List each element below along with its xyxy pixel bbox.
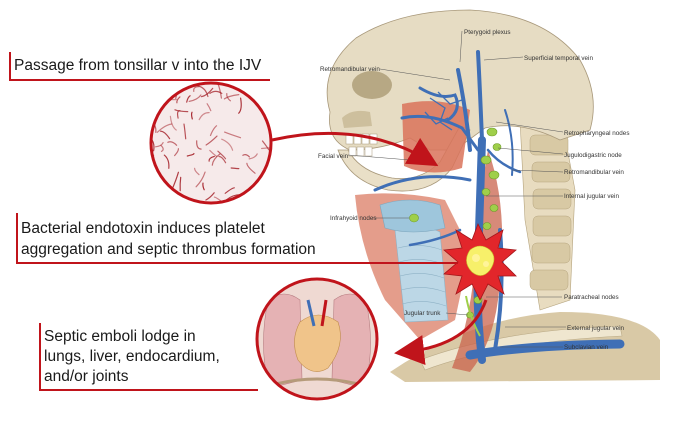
bacteria-strand <box>208 155 215 162</box>
label-external-jugular-vein: External jugular vein <box>567 325 625 332</box>
bacteria-strand <box>193 86 200 92</box>
label-retromandibular-vein-top: Retromandibular vein <box>320 66 380 73</box>
bacteria-strand <box>160 144 164 152</box>
bacteria-strand <box>206 103 212 112</box>
callout-emboli-line-3: and/or joints <box>44 368 129 385</box>
label-paratracheal-nodes: Paratracheal nodes <box>564 294 619 301</box>
bacteria-strand <box>238 97 242 114</box>
bacteria-strand <box>170 86 177 91</box>
bacteria-strand <box>216 83 222 99</box>
bacteria-strand <box>172 171 179 189</box>
label-retropharyngeal-nodes: Retropharyngeal nodes <box>564 130 629 137</box>
label-retromandibular-vein-right: Retromandibular vein <box>564 169 624 176</box>
arrow-to-thorax <box>394 299 488 365</box>
bracket-endotoxin <box>16 213 458 264</box>
bacteria-strand <box>159 194 162 203</box>
bacteria-strand <box>242 154 250 158</box>
flow-arrows <box>271 131 488 365</box>
bacteria-strand <box>209 149 218 157</box>
bacteria-strand <box>155 194 164 199</box>
mandible <box>337 125 471 192</box>
septic-thrombus-burst <box>443 223 517 301</box>
bacteria-strand <box>188 94 202 102</box>
callout-endotoxin-line-1: Bacterial endotoxin induces platelet <box>21 220 265 237</box>
callout-endotoxin-line-2: aggregation and septic thrombus formatio… <box>21 241 316 258</box>
masseter-muscle <box>402 101 470 173</box>
bacteria-strand <box>224 187 235 194</box>
bacteria-strand <box>154 142 164 148</box>
bacteria-strand <box>196 140 202 150</box>
label-jugulodigastric-node: Jugulodigastric node <box>564 152 622 159</box>
bacteria-strand <box>211 153 221 166</box>
bacteria-strand <box>178 197 182 203</box>
bacteria-strand <box>195 171 206 188</box>
anatomy-labels: Pterygoid plexus Superficial temporal ve… <box>318 29 629 351</box>
bacteria-strand <box>217 150 227 160</box>
bacteria-strand <box>248 153 258 160</box>
bacteria-strand <box>223 94 240 100</box>
label-jugular-trunk: Jugular trunk <box>404 310 441 317</box>
bacteria-strand <box>183 123 187 140</box>
bacteria-strand <box>151 136 155 152</box>
bacteria-strand <box>202 182 205 191</box>
bacteria-strand <box>179 176 182 192</box>
bacteria-strand <box>218 155 227 164</box>
bacteria-strand <box>246 162 256 174</box>
bacteria-strand <box>174 148 180 157</box>
label-facial-vein: Facial vein <box>318 153 349 160</box>
arrow-to-ijv <box>271 131 439 167</box>
bacteria-strand <box>190 111 193 120</box>
bacteria-strand <box>163 154 170 169</box>
bacteria-strand <box>167 141 178 146</box>
bracket-emboli <box>39 323 258 391</box>
bacteria-strand <box>151 196 154 200</box>
bacteria-strand <box>221 138 234 151</box>
bacteria-strand <box>198 111 210 121</box>
callout-endotoxin: Bacterial endotoxin induces platelet agg… <box>21 218 316 260</box>
thrombus-clot <box>466 245 495 276</box>
bacteria-strand <box>194 167 200 176</box>
label-internal-jugular-vein: Internal jugular vein <box>564 193 619 200</box>
bacteria-strand <box>159 130 171 140</box>
callout-passage: Passage from tonsillar v into the IJV <box>14 57 262 74</box>
bacteria-strand <box>244 197 259 203</box>
bacteria-strand <box>147 127 150 137</box>
heart <box>294 314 341 372</box>
bacteria-strand <box>176 96 181 104</box>
callout-emboli: Septic emboli lodge in lungs, liver, end… <box>44 327 220 387</box>
bacteria-strand <box>157 92 163 104</box>
bacteria-strand <box>205 135 218 146</box>
bacteria-strand <box>224 131 242 139</box>
bacteria-strand <box>261 140 270 151</box>
bacteria-strand <box>174 109 189 113</box>
bacteria-micrograph <box>147 81 273 205</box>
bacteria-strand <box>209 125 218 137</box>
bacteria-strand <box>255 83 263 98</box>
bracket-passage <box>9 52 270 81</box>
bacteria-strand <box>230 167 240 170</box>
label-subclavian-vein: Subclavian vein <box>564 344 609 351</box>
bacteria-strand <box>156 123 173 133</box>
label-superficial-temporal-vein: Superficial temporal vein <box>524 55 593 62</box>
bacteria-strand <box>186 152 195 157</box>
bacteria-strand <box>186 95 191 103</box>
bacteria-strand <box>151 103 153 123</box>
bacteria-strand <box>197 85 209 98</box>
bacteria-strand <box>169 115 177 131</box>
callout-emboli-line-1: Septic emboli lodge in <box>44 328 196 345</box>
callout-brackets <box>9 52 458 391</box>
bacteria-strand <box>209 90 223 94</box>
bacteria-strand <box>267 175 271 180</box>
bacteria-strand <box>205 192 215 201</box>
label-pterygoid-plexus: Pterygoid plexus <box>464 29 511 36</box>
thorax-illustration <box>255 277 379 401</box>
label-infrahyoid-nodes: Infrahyoid nodes <box>330 215 377 222</box>
callout-emboli-line-2: lungs, liver, endocardium, <box>44 348 220 365</box>
